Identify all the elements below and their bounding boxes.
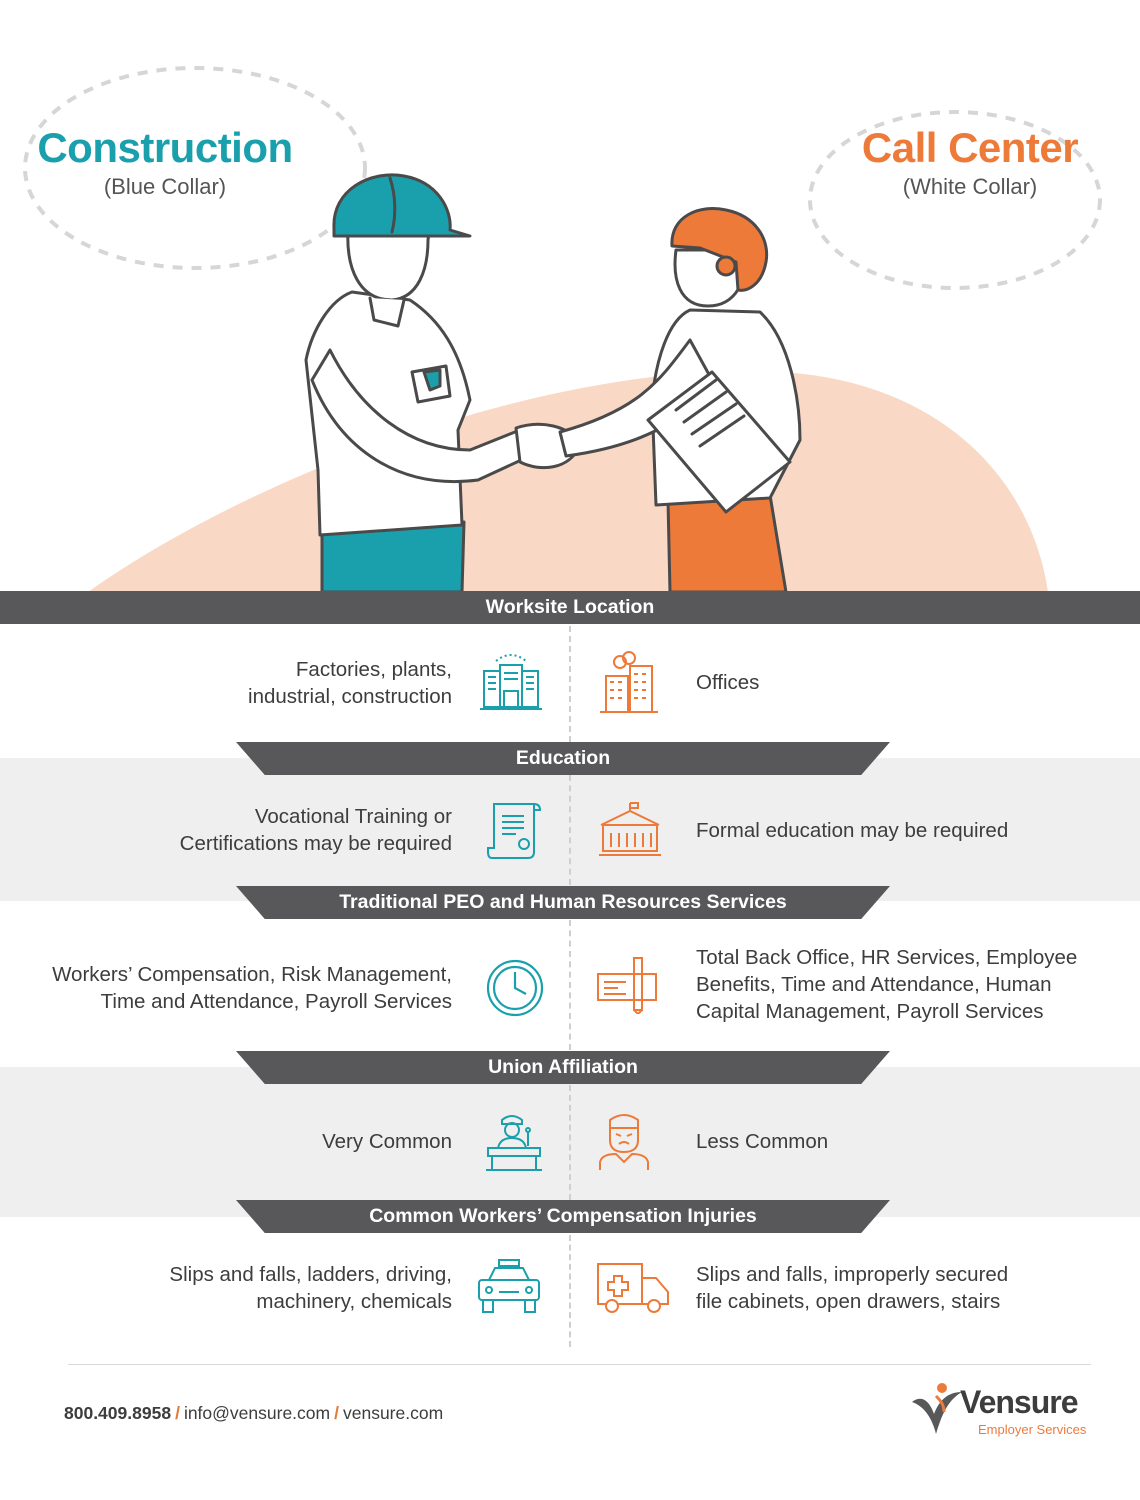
section-right-text: Total Back Office, HR Services, Employee… bbox=[696, 946, 1078, 1023]
section-right-text: Offices bbox=[696, 671, 760, 694]
certificate-scroll-icon bbox=[486, 800, 542, 865]
footer-contact: 800.409.8958/info@vensure.com/vensure.co… bbox=[64, 1403, 444, 1423]
right-title: Call Center bbox=[861, 124, 1079, 171]
vensure-logo: Vensure Employer Services bbox=[906, 1378, 1102, 1442]
car-icon bbox=[475, 1258, 543, 1321]
section-heading-injuries: Common Workers’ Compensation Injuries bbox=[236, 1200, 890, 1233]
footer-divider bbox=[68, 1364, 1091, 1365]
hero-illustration: Construction (Blue Collar) Call Center (… bbox=[0, 0, 1140, 594]
section-heading-worksite: Worksite Location bbox=[0, 591, 1140, 624]
check-and-pen-icon bbox=[596, 956, 660, 1019]
angry-worker-icon bbox=[598, 1110, 650, 1177]
section-left-text: Very Common bbox=[322, 1130, 452, 1153]
footer-phone: 800.409.8958 bbox=[64, 1403, 172, 1423]
factory-building-icon bbox=[480, 651, 542, 720]
center-divider bbox=[569, 775, 571, 885]
left-subtitle: (Blue Collar) bbox=[103, 174, 227, 199]
section-left-text: Slips and falls, ladders, driving,machin… bbox=[169, 1263, 452, 1313]
section-left-text: Factories, plants,industrial, constructi… bbox=[248, 658, 452, 708]
section-heading-peo: Traditional PEO and Human Resources Serv… bbox=[236, 886, 890, 919]
section-right-text: Less Common bbox=[696, 1130, 829, 1153]
left-title: Construction bbox=[37, 124, 293, 171]
logo-name: Vensure bbox=[960, 1384, 1079, 1420]
ambulance-icon bbox=[596, 1260, 672, 1321]
office-buildings-icon bbox=[598, 650, 660, 721]
center-divider bbox=[569, 1085, 571, 1200]
clock-icon bbox=[485, 958, 545, 1023]
school-building-icon bbox=[597, 801, 663, 864]
section-heading-education: Education bbox=[236, 742, 890, 775]
footer-email[interactable]: info@vensure.com bbox=[183, 1403, 331, 1423]
speaker-at-podium-icon bbox=[484, 1112, 544, 1177]
section-left-text: Workers’ Compensation, Risk Management,T… bbox=[52, 963, 452, 1013]
footer-website[interactable]: vensure.com bbox=[342, 1403, 444, 1423]
logo-tagline: Employer Services bbox=[978, 1422, 1087, 1437]
section-heading-union: Union Affiliation bbox=[236, 1051, 890, 1084]
center-divider bbox=[569, 1235, 571, 1347]
section-right-text: Formal education may be required bbox=[696, 819, 1009, 842]
center-divider bbox=[569, 626, 571, 742]
right-subtitle: (White Collar) bbox=[902, 174, 1038, 199]
center-divider bbox=[569, 920, 571, 1050]
